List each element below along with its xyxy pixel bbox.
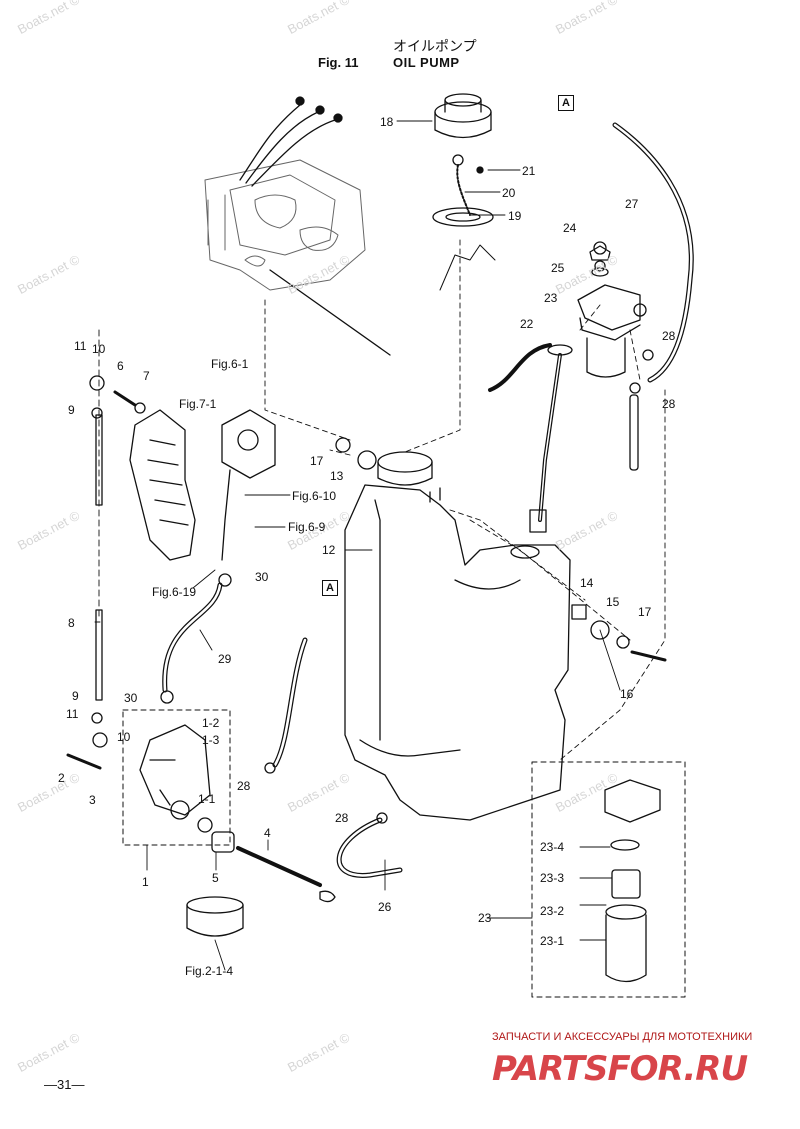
- ref-fig6-1: Fig.6-1: [211, 357, 249, 371]
- callout-30-upper: 30: [255, 570, 269, 584]
- callout-10-top: 10: [92, 342, 106, 356]
- ref-fig6-10: Fig.6-10: [292, 489, 337, 503]
- callout-1-1: 1-1: [198, 792, 216, 806]
- wire-harness: [239, 96, 343, 187]
- ref-fig2-1-4: Fig.2-1-4: [185, 964, 234, 978]
- oil-filter: [577, 245, 647, 378]
- figure-title: OIL PUMP: [393, 55, 460, 70]
- callout-30-lower: 30: [124, 691, 138, 705]
- ref-fig7-1: Fig.7-1: [179, 397, 217, 411]
- callout-19: 19: [508, 209, 522, 223]
- callout-23-2: 23-2: [540, 904, 565, 918]
- page-number: —31—: [44, 1077, 85, 1092]
- callout-27: 27: [625, 197, 639, 211]
- bracket-assembly: [129, 409, 196, 561]
- callout-25: 25: [551, 261, 565, 275]
- callout-28-right: 28: [662, 397, 676, 411]
- connection-marker-a-top: A: [558, 95, 574, 111]
- callout-2: 2: [58, 771, 65, 785]
- tank-cap: [434, 93, 492, 139]
- callout-1: 1: [142, 875, 149, 889]
- filter-detail: [604, 779, 661, 983]
- callout-5: 5: [212, 871, 219, 885]
- callout-14: 14: [580, 576, 594, 590]
- callout-20: 20: [502, 186, 516, 200]
- callout-23-upper: 23: [544, 291, 558, 305]
- small-hardware: [89, 166, 667, 903]
- callout-15: 15: [606, 595, 620, 609]
- callout-29: 29: [218, 652, 232, 666]
- callout-23-4: 23-4: [540, 840, 565, 854]
- callout-12: 12: [322, 543, 336, 557]
- callout-7: 7: [143, 369, 150, 383]
- oil-pump: [139, 724, 211, 820]
- callout-18: 18: [380, 115, 394, 129]
- callout-9-bottom: 9: [72, 689, 79, 703]
- partsfor-logo: PARTSFOR.RU: [492, 1049, 748, 1089]
- callout-21: 21: [522, 164, 536, 178]
- callout-9-top: 9: [68, 403, 75, 417]
- callout-11-bottom: 11: [66, 707, 79, 721]
- fig6-1-component: [221, 409, 276, 561]
- callout-6: 6: [117, 359, 124, 373]
- connection-marker-a-mid: A: [322, 580, 338, 596]
- callout-4: 4: [264, 826, 271, 840]
- dashed-guides: [264, 239, 666, 761]
- callout-28-left: 28: [237, 779, 251, 793]
- callout-10-bottom: 10: [117, 730, 131, 744]
- callout-23-lower: 23: [478, 911, 492, 925]
- promo-text: ЗАПЧАСТИ И АКСЕССУАРЫ ДЛЯ МОТОТЕХНИКИ: [492, 1031, 753, 1043]
- callout-16: 16: [620, 687, 634, 701]
- callout-17-right: 17: [638, 605, 652, 619]
- callout-22: 22: [520, 317, 534, 331]
- engine-block-outline: [204, 159, 366, 291]
- title-japanese: オイルポンプ: [393, 39, 477, 55]
- callout-23-3: 23-3: [540, 871, 565, 885]
- ref-fig6-19: Fig.6-19: [152, 585, 197, 599]
- callout-28-upper: 28: [662, 329, 676, 343]
- ref-fig6-9: Fig.6-9: [288, 520, 326, 534]
- callout-3: 3: [89, 793, 96, 807]
- callout-24: 24: [563, 221, 577, 235]
- long-rod: [269, 269, 391, 356]
- callout-13: 13: [330, 469, 344, 483]
- figure-number: Fig. 11: [318, 55, 359, 70]
- callout-17-left: 17: [310, 454, 324, 468]
- callout-11-top: 11: [74, 339, 87, 353]
- callout-28-bottom: 28: [335, 811, 349, 825]
- callout-23-1: 23-1: [540, 934, 565, 948]
- callout-1-2: 1-2: [202, 716, 220, 730]
- callout-1-3: 1-3: [202, 733, 220, 747]
- callout-8: 8: [68, 616, 75, 630]
- oil-tank: [344, 451, 571, 821]
- leader-lines: [94, 120, 621, 971]
- callout-26: 26: [378, 900, 392, 914]
